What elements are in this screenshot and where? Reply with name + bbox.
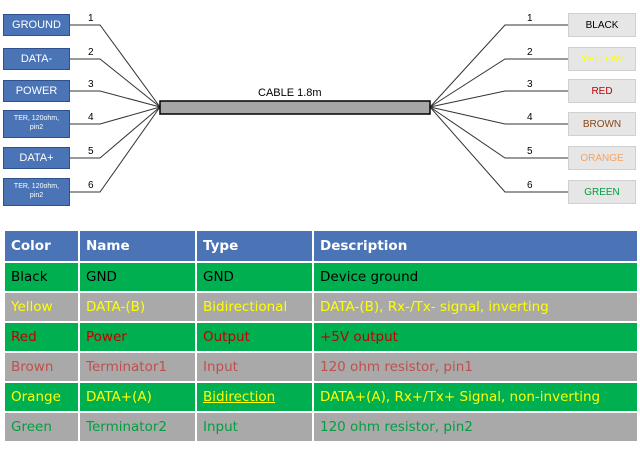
- pinout-table: Color Name Type Description Black GND GN…: [3, 229, 639, 443]
- right-label-green: GREEN: [568, 180, 636, 204]
- table-row: Orange DATA+(A) Bidirection DATA+(A), Rx…: [3, 381, 639, 413]
- right-wire-5: [429, 106, 568, 159]
- right-wire-2: [429, 58, 568, 108]
- left-label-text: DATA+: [19, 151, 54, 164]
- cell-name: GND: [78, 261, 197, 293]
- right-label-text: BLACK: [585, 19, 619, 31]
- cell-color: Black: [3, 261, 80, 293]
- cell-name: DATA+(A): [78, 381, 197, 413]
- cell-color: Orange: [3, 381, 80, 413]
- right-wire-number: 5: [527, 146, 533, 157]
- header-color: Color: [3, 229, 80, 263]
- right-wire-6: [429, 106, 568, 193]
- left-wire-number: 3: [88, 79, 94, 90]
- left-label-text: DATA-: [20, 52, 53, 65]
- cable-label: CABLE 1.8m: [258, 87, 322, 99]
- header-type: Type: [195, 229, 314, 263]
- cell-type: Bidirection: [195, 381, 314, 413]
- left-wire-number: 4: [88, 112, 94, 123]
- right-label-text: ORANGE: [580, 152, 624, 164]
- right-label-brown: BROWN: [568, 112, 636, 136]
- cell-color: Red: [3, 321, 80, 353]
- left-label-text: TER, 120ohm,: [13, 183, 60, 191]
- cell-description: 120 ohm resistor, pin1: [312, 351, 639, 383]
- right-label-text: YELLOW: [581, 53, 623, 65]
- cell-type: Input: [195, 351, 314, 383]
- left-label-data-minus: DATA-: [3, 48, 70, 70]
- left-label-power: POWER: [3, 80, 70, 102]
- header-name: Name: [78, 229, 197, 263]
- left-wire-2: [70, 58, 161, 108]
- left-label-text: GROUND: [12, 18, 61, 31]
- cell-color: Green: [3, 411, 80, 443]
- left-label-text: POWER: [15, 84, 58, 97]
- table-row: Red Power Output +5V output: [3, 321, 639, 353]
- cell-description: Device ground: [312, 261, 639, 293]
- cell-description: 120 ohm resistor, pin2: [312, 411, 639, 443]
- cell-name: Power: [78, 321, 197, 353]
- table-row: Green Terminator2 Input 120 ohm resistor…: [3, 411, 639, 443]
- left-wire-number: 5: [88, 146, 94, 157]
- left-label-data-plus: DATA+: [3, 147, 70, 169]
- cable-body: [159, 100, 431, 115]
- right-label-text: GREEN: [584, 186, 620, 198]
- left-wire-4: [70, 106, 161, 125]
- cell-type: Input: [195, 411, 314, 443]
- cell-description: +5V output: [312, 321, 639, 353]
- right-label-red: RED: [568, 79, 636, 103]
- table-row: Brown Terminator1 Input 120 ohm resistor…: [3, 351, 639, 383]
- right-wire-number: 4: [527, 112, 533, 123]
- cell-name: Terminator1: [78, 351, 197, 383]
- right-wire-number: 3: [527, 79, 533, 90]
- left-wire-6: [70, 106, 161, 193]
- right-wire-number: 2: [527, 47, 533, 58]
- left-wire-5: [70, 106, 161, 159]
- right-wire-number: 1: [527, 13, 533, 24]
- cell-type: Bidirectional: [195, 291, 314, 323]
- cell-color: Brown: [3, 351, 80, 383]
- right-label-yellow: YELLOW: [568, 47, 636, 71]
- cell-type: Output: [195, 321, 314, 353]
- right-label-text: BROWN: [582, 118, 622, 130]
- right-wire-1: [429, 24, 568, 108]
- left-label-terminator-1: TER, 120ohm, pin2: [3, 110, 70, 138]
- right-label-black: BLACK: [568, 13, 636, 37]
- cell-color: Yellow: [3, 291, 80, 323]
- right-wire-4: [429, 106, 568, 125]
- cell-description: DATA+(A), Rx+/Tx+ Signal, non-inverting: [312, 381, 639, 413]
- table-row: Black GND GND Device ground: [3, 261, 639, 293]
- left-label-ground: GROUND: [3, 14, 70, 36]
- left-wire-number: 6: [88, 180, 94, 191]
- header-description: Description: [312, 229, 639, 263]
- cell-description: DATA-(B), Rx-/Tx- signal, inverting: [312, 291, 639, 323]
- left-label-text: pin2: [29, 124, 44, 131]
- left-label-text: TER, 120ohm,: [13, 115, 60, 123]
- right-wire-3: [429, 90, 568, 108]
- left-wire-1: [70, 24, 161, 108]
- wiring-diagram: [70, 24, 568, 193]
- right-label-orange: ORANGE: [568, 146, 636, 170]
- left-wire-number: 1: [88, 13, 94, 24]
- table-row: Yellow DATA-(B) Bidirectional DATA-(B), …: [3, 291, 639, 323]
- cell-name: Terminator2: [78, 411, 197, 443]
- left-wire-number: 2: [88, 47, 94, 58]
- left-label-text: pin2: [29, 192, 44, 199]
- left-label-terminator-2: TER, 120ohm, pin2: [3, 178, 70, 206]
- cell-type: GND: [195, 261, 314, 293]
- left-wire-3: [70, 90, 161, 108]
- right-wire-number: 6: [527, 180, 533, 191]
- right-label-text: RED: [591, 85, 613, 97]
- cell-name: DATA-(B): [78, 291, 197, 323]
- table-header-row: Color Name Type Description: [3, 229, 639, 263]
